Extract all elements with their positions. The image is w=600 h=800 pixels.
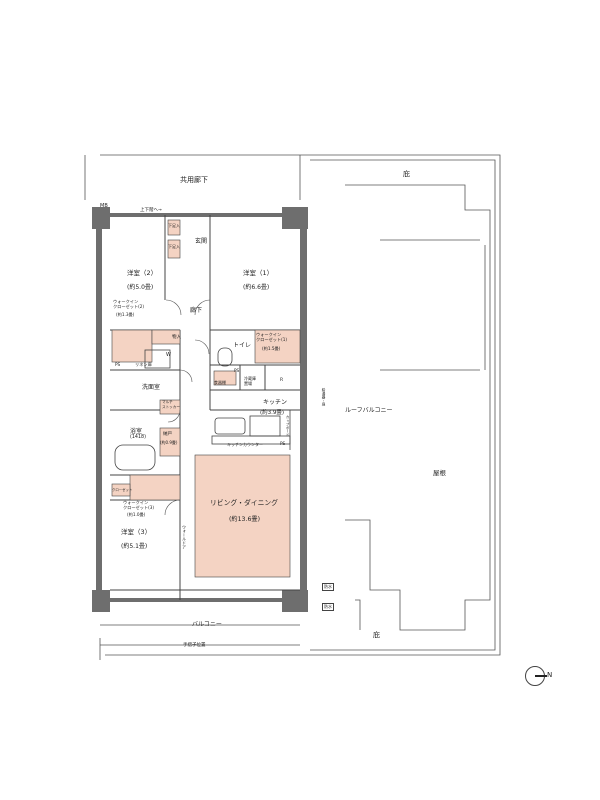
storage-in-area — [151, 329, 181, 345]
wic3-area — [129, 474, 181, 501]
roof2-label: 屋根 — [433, 469, 446, 477]
outlet2-label: 防水 — [322, 603, 334, 611]
living-label: リビング・ダイニング — [210, 499, 278, 507]
roof1-label: 庇 — [403, 170, 410, 178]
floor-sign-label: 上下階へ→ — [140, 208, 162, 213]
fridge-label: 冷蔵庫 置場 — [244, 376, 256, 386]
ps3-label: PS — [280, 441, 286, 446]
kitchen-label: キッチン — [263, 399, 288, 406]
entrance-label: 玄関 — [195, 238, 208, 245]
room3-label: 洋室（3） — [121, 528, 152, 536]
living-size-label: (約13.6畳) — [229, 516, 260, 523]
r-label: R — [280, 378, 284, 383]
room2-size-label: (約5.0畳) — [127, 284, 154, 291]
corridor-label: 共用廊下 — [180, 176, 208, 184]
room1-size-label: (約6.6畳) — [243, 284, 270, 291]
wic2-label: ウォークイン クローゼット(2) — [113, 299, 145, 309]
wic2-size-label: (約1.3畳) — [116, 312, 135, 317]
room2-label: 洋室（2） — [127, 269, 158, 277]
wic3-label: ウォークイン クローゼット(3) — [123, 500, 155, 510]
wall-pillars — [92, 207, 308, 612]
shoe-area-1 — [167, 219, 181, 236]
wic1-label: ウォークイン クローゼット(1) — [256, 332, 288, 342]
linen-label: リネン庫 — [135, 362, 152, 367]
mb-label: MB — [100, 203, 108, 209]
bath-label: 浴室 — [130, 428, 143, 435]
outlet1-label: 防水 — [322, 583, 334, 591]
toilet-bowl — [217, 347, 233, 367]
compass-arrow-icon — [535, 675, 547, 677]
storage-size-label: (約0.9畳) — [160, 440, 178, 445]
room1-label: 洋室（1） — [243, 269, 274, 277]
roof3-label: 庇 — [373, 631, 380, 639]
washroom-label: 洗面室 — [142, 384, 161, 391]
sink — [214, 417, 246, 435]
living-area — [194, 454, 291, 578]
gas-label: 給湯器・扉 — [322, 388, 326, 406]
hall-label: 廊下 — [190, 307, 203, 314]
bathtub — [114, 444, 156, 471]
wic1-area — [254, 329, 301, 364]
sliding-label: ウォールドア — [182, 525, 187, 549]
shoe1-label: 下足入 — [168, 223, 180, 228]
closet-label: クローゼット — [112, 488, 133, 492]
wic1-size-label: (約1.5畳) — [262, 346, 281, 351]
closet-area — [111, 483, 131, 497]
storage-label: 納戸 — [163, 432, 172, 437]
shoe-area-2 — [167, 239, 181, 259]
toilet-label: トイレ — [233, 342, 252, 349]
storage-areas — [111, 219, 301, 578]
multi-area — [159, 399, 181, 415]
dish-area — [213, 370, 237, 386]
w-label: W — [166, 352, 171, 358]
storage-in-label: 物入 — [172, 335, 181, 340]
compass — [525, 666, 547, 686]
door-swings — [164, 299, 211, 516]
compass-north-label: N — [547, 671, 553, 679]
counter-label: キッチンカウンター — [227, 442, 263, 447]
outer-outlines — [84, 154, 501, 660]
roof-balcony-label: ルーフバルコニー — [345, 407, 393, 414]
cupboard-label: カップボード — [286, 415, 290, 437]
handrail-label: 手摺子位置 — [183, 643, 206, 648]
storage-area — [159, 427, 181, 457]
dish-label: 食器棚 — [214, 380, 226, 385]
fixtures — [114, 347, 291, 471]
wash-basin — [144, 349, 171, 369]
wic3-size-label: (約1.0畳) — [127, 512, 146, 517]
kitchen-size-label: (約3.9畳) — [260, 410, 285, 416]
shoe2-label: 下足入 — [168, 244, 180, 249]
ps1-label: PS — [115, 362, 121, 367]
ps2-label: PS — [234, 368, 240, 373]
balcony-label: バルコニー — [192, 621, 222, 628]
room3-size-label: (約5.1畳) — [121, 543, 148, 550]
bath-size-label: (1418) — [130, 435, 146, 440]
multi-label: マルチ ストッカー — [162, 400, 180, 409]
